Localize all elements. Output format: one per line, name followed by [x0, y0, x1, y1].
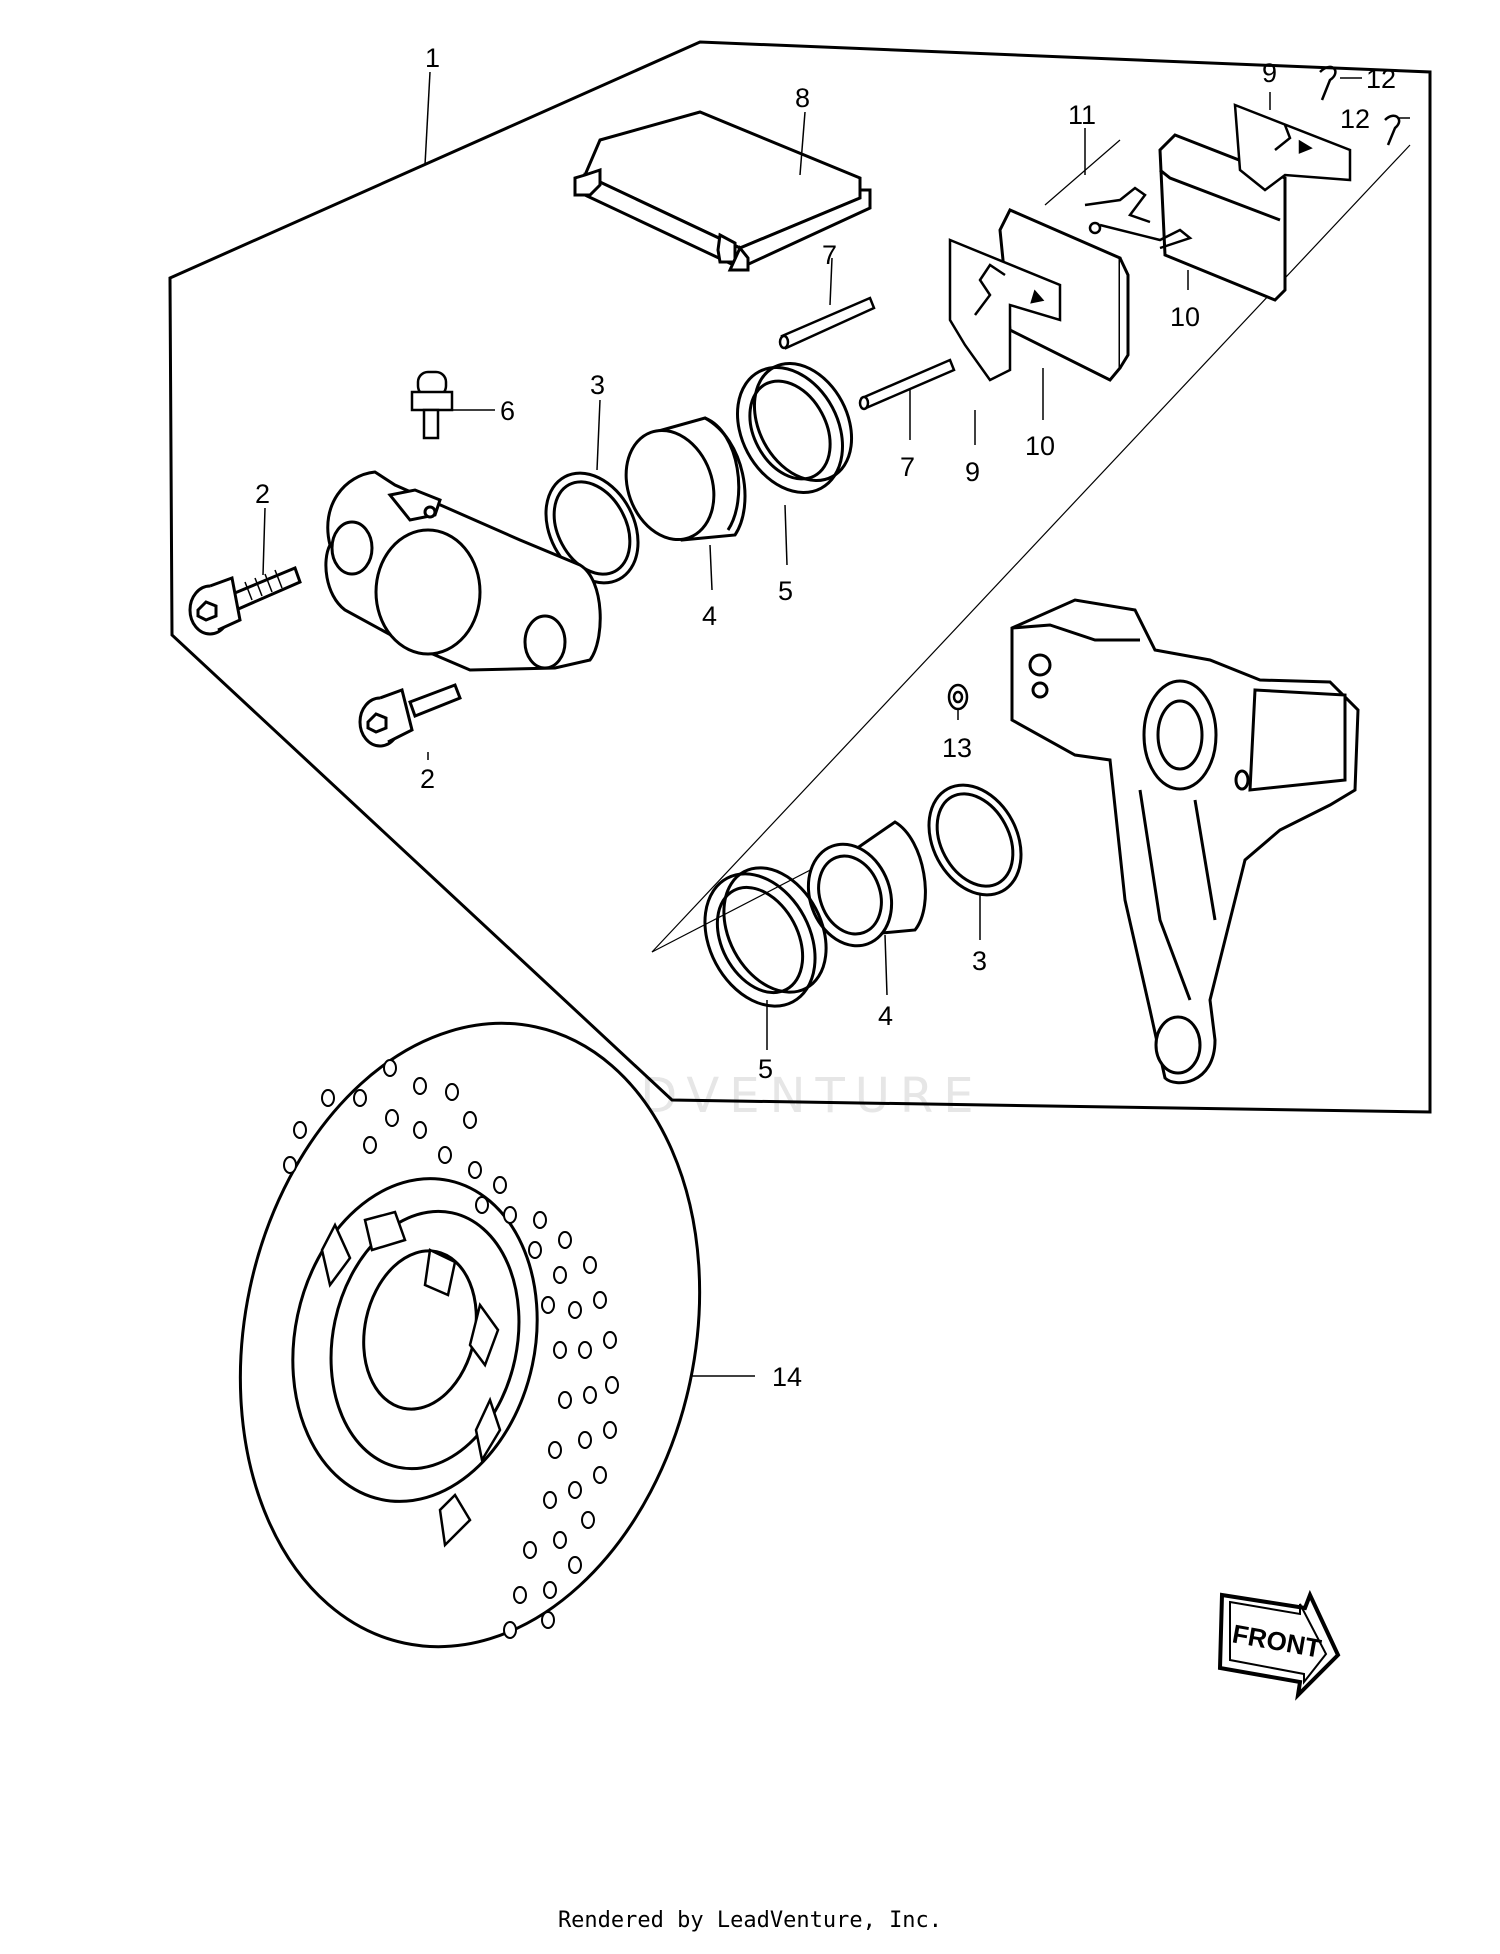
callout-13: 13 — [942, 733, 972, 763]
dust-boot-front — [735, 361, 854, 494]
callout-7-lower: 7 — [900, 452, 915, 482]
callout-4-upper: 4 — [702, 601, 717, 631]
caliper-bolt-upper — [188, 566, 302, 636]
bleed-valve — [410, 370, 454, 440]
callout-3-upper: 3 — [590, 370, 605, 400]
caliper-bolt-lower — [358, 683, 462, 748]
front-direction-arrow: FRONT — [1217, 1589, 1341, 1701]
washer — [947, 683, 969, 711]
pad-shim-outer — [1233, 103, 1352, 192]
callout-10-upper: 10 — [1170, 302, 1200, 332]
dust-boot-rear — [703, 866, 828, 1008]
disc-drilled-holes — [283, 1059, 619, 1639]
callout-1: 1 — [425, 43, 440, 73]
callout-3-lower: 3 — [972, 946, 987, 976]
callout-5-lower: 5 — [758, 1054, 773, 1084]
pad-pin-lower — [858, 358, 956, 411]
leader-lines — [262, 71, 1410, 1377]
callout-6: 6 — [500, 396, 515, 426]
callout-7-upper: 7 — [822, 240, 837, 270]
caliper-assembly-boundary — [168, 40, 1432, 1114]
callout-12-lower: 12 — [1340, 104, 1370, 134]
piston-seal-rear — [927, 783, 1023, 897]
callout-11: 11 — [1068, 100, 1096, 130]
callout-8: 8 — [795, 83, 810, 113]
anti-rattle-spring — [1084, 186, 1193, 250]
callout-2-upper: 2 — [255, 479, 270, 509]
callout-14: 14 — [772, 1362, 802, 1392]
brake-disc — [238, 1021, 702, 1649]
callout-5-upper: 5 — [778, 576, 793, 606]
pad-pin-upper — [778, 296, 876, 350]
caliper-front-half — [324, 470, 602, 672]
piston-seal-front — [544, 471, 640, 585]
piston-front — [624, 416, 747, 542]
callout-12-upper: 12 — [1366, 64, 1396, 94]
caliper-rear-half — [1010, 598, 1360, 1085]
callout-4-lower: 4 — [878, 1001, 893, 1031]
pad-shim-inner — [948, 238, 1062, 382]
callout-numbers: 1 8 11 9 12 12 7 6 3 7 9 10 10 2 4 5 2 1… — [255, 43, 1396, 1392]
callout-2-lower: 2 — [420, 764, 435, 794]
callout-10-middle: 10 — [1025, 431, 1055, 461]
callout-9-middle: 9 — [965, 457, 980, 487]
disc-carrier-windows — [320, 1210, 502, 1548]
pad-spring-plate — [573, 110, 872, 272]
callout-9-upper: 9 — [1262, 58, 1277, 88]
footer-credit: Rendered by LeadVenture, Inc. — [557, 1908, 943, 1933]
piston-rear — [806, 820, 927, 948]
